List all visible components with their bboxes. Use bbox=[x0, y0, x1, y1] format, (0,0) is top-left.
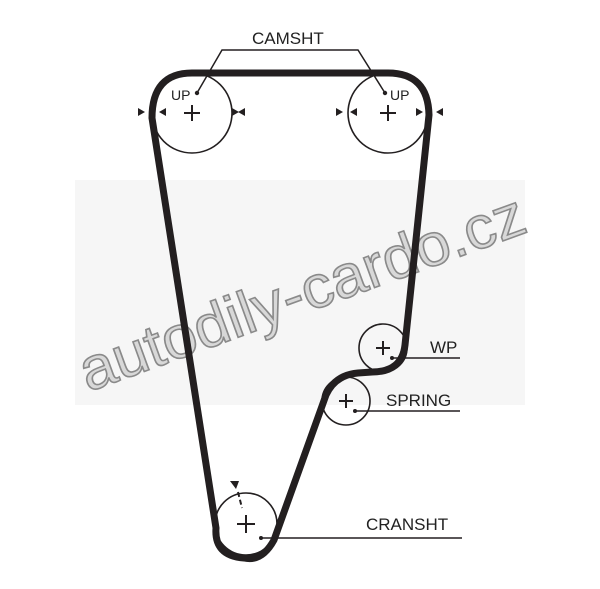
up-label-left: UP bbox=[171, 87, 190, 103]
water-pump-label: WP bbox=[430, 338, 457, 357]
center-marks bbox=[184, 105, 396, 533]
timing-belt bbox=[148, 69, 433, 563]
watermark-background bbox=[75, 180, 525, 405]
alignment-arrow-icons bbox=[138, 108, 443, 489]
crankshaft-label: CRANSHT bbox=[366, 515, 448, 534]
camshaft-label: CAMSHT bbox=[252, 29, 324, 48]
spring-label: SPRING bbox=[386, 391, 451, 410]
up-label-right: UP bbox=[390, 87, 409, 103]
crank-timing-mark bbox=[237, 491, 243, 509]
leader-lines bbox=[196, 49, 462, 539]
leader-dots bbox=[194, 90, 394, 540]
